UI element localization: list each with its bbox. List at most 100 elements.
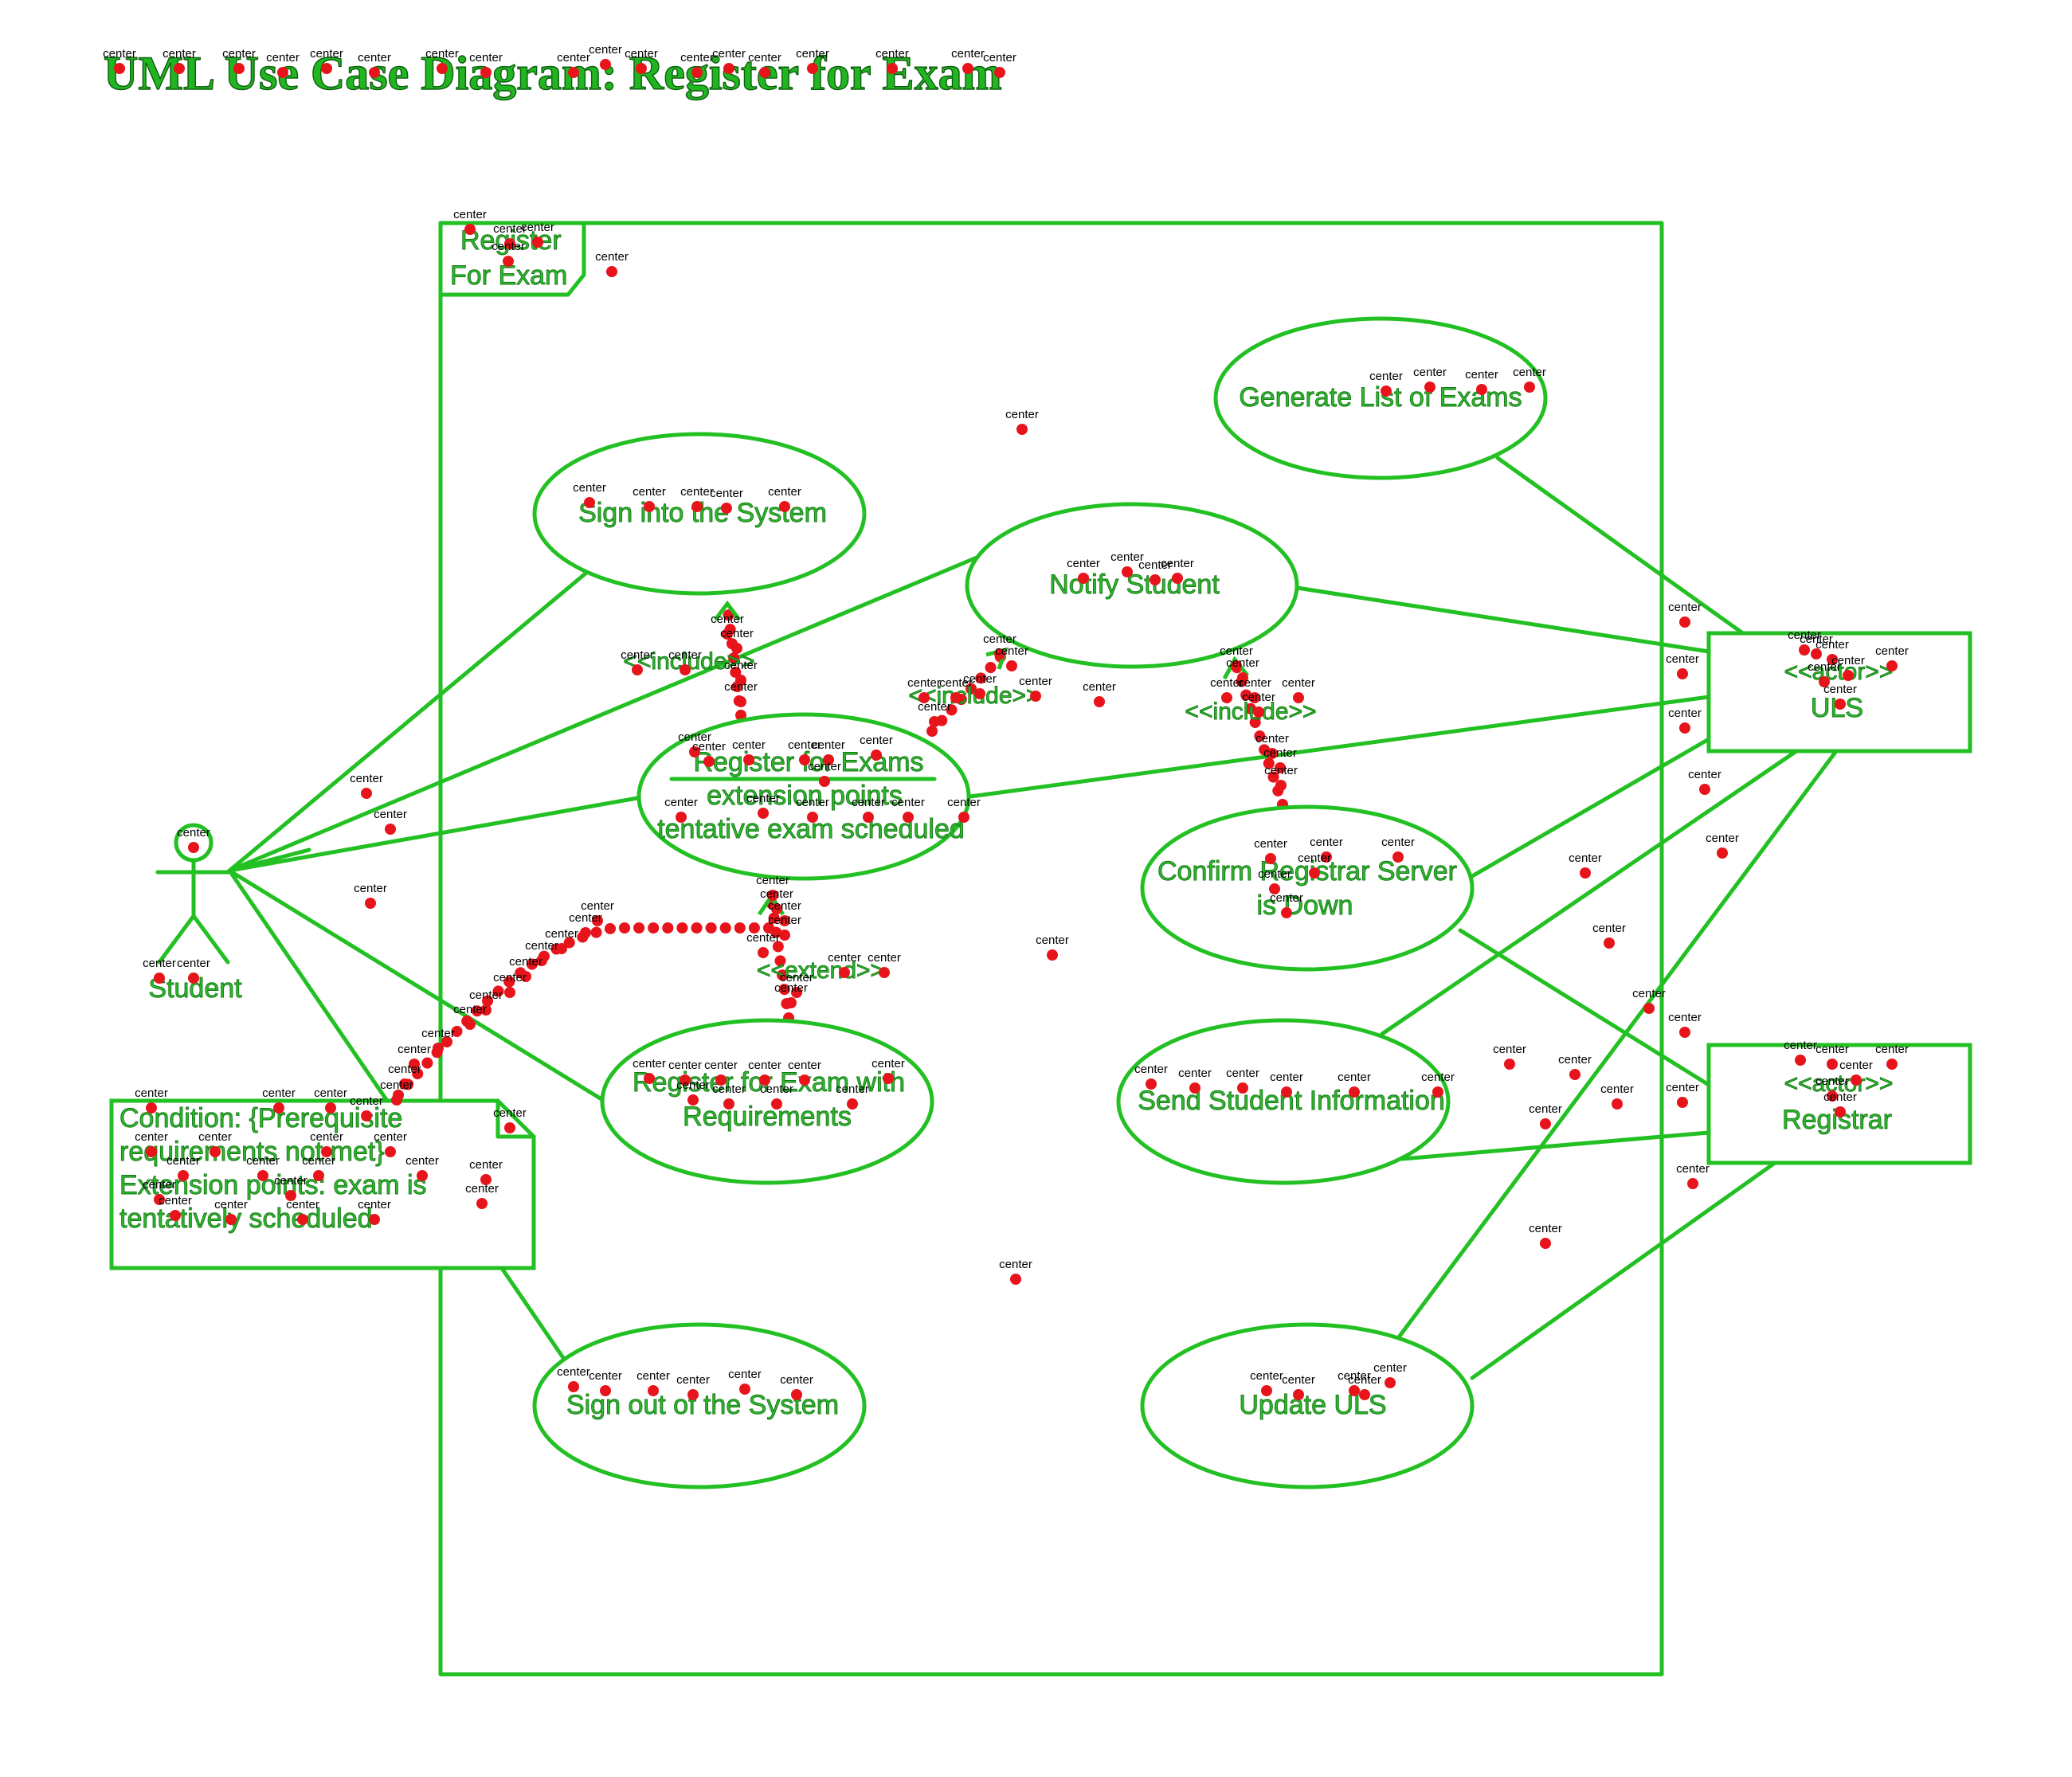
center-marker-dot [739, 1384, 750, 1395]
center-marker-dot [687, 1389, 699, 1400]
use-case-confirm-registrar[interactable]: Confirm Registrar Server is Down [1140, 804, 1475, 972]
center-marker-dot [791, 1389, 802, 1400]
condition-note[interactable]: Condition: {Prerequisite requirements no… [109, 1098, 536, 1270]
center-marker-label: center [274, 1174, 307, 1188]
actor-uls[interactable]: <<actor>> ULS [1706, 631, 1972, 753]
center-marker-label: center [852, 796, 885, 809]
center-marker-dot [1281, 1086, 1292, 1098]
center-marker-label: center [668, 1059, 702, 1072]
center-marker-dot [1504, 1059, 1515, 1070]
center-marker-label: center [1226, 656, 1259, 670]
actor-uls-box [1706, 631, 1972, 753]
center-marker-dot [285, 1190, 296, 1201]
center-marker-dot [154, 1194, 165, 1205]
center-marker-dot [644, 1073, 655, 1084]
center-marker-label: center [1264, 764, 1298, 777]
use-case-notify-student[interactable]: Notify Student [965, 502, 1299, 669]
center-marker-label: center [1210, 676, 1244, 690]
use-case-update-uls[interactable]: Update ULS [1140, 1322, 1475, 1489]
center-marker-label: center [1110, 550, 1144, 564]
condition-note-line3: Extension points: exam is [119, 1170, 427, 1200]
center-marker-dot [313, 1170, 324, 1181]
condition-note-line4: tentatively scheduled [119, 1204, 373, 1234]
center-marker-label: center [1668, 601, 1702, 614]
center-marker-label: center [1282, 676, 1315, 690]
center-marker-label: center [796, 47, 829, 61]
condition-note-line1: Condition: {Prerequisite [119, 1103, 402, 1133]
center-marker-label: center [1083, 680, 1116, 694]
use-case-register-for-exams-shape [636, 712, 971, 881]
center-marker-dot [437, 63, 448, 74]
center-marker-dot [1699, 784, 1710, 795]
center-marker-dot [1006, 660, 1017, 671]
center-marker-dot [146, 1102, 157, 1114]
center-marker-dot [1811, 648, 1822, 660]
center-marker-dot [1172, 573, 1183, 584]
center-marker-dot [863, 812, 874, 823]
center-marker-dot [568, 1381, 579, 1392]
center-marker-dot [1687, 1178, 1698, 1189]
center-marker-label: center [1465, 368, 1498, 382]
center-marker-label: center [469, 1158, 503, 1172]
center-marker-label: center [1250, 1369, 1283, 1383]
center-marker-dot [1249, 692, 1260, 703]
center-marker-dot [1835, 1106, 1846, 1117]
center-marker-label: center [918, 700, 951, 714]
use-case-notify-student-shape [965, 502, 1299, 669]
center-marker-label: center [1668, 706, 1702, 720]
use-case-generate-list[interactable]: Generate List of Exams [1213, 316, 1548, 480]
center-marker-dot [277, 67, 288, 78]
center-marker-label: center [302, 1154, 335, 1168]
center-marker-label: center [1381, 836, 1415, 849]
center-marker-dot [464, 1019, 476, 1030]
center-marker-dot [785, 997, 797, 1008]
extend-label: <<extend>> [757, 957, 884, 984]
center-marker-label: center [711, 613, 744, 626]
center-marker-label: center [374, 1130, 407, 1144]
center-marker-dot [417, 1170, 428, 1181]
center-marker-dot [1237, 1082, 1248, 1094]
center-marker-label: center [1666, 652, 1699, 666]
system-name-tab [438, 221, 586, 297]
center-marker-dot [994, 67, 1005, 78]
use-case-sign-in[interactable]: Sign into the System [532, 432, 867, 596]
center-marker-dot [689, 746, 700, 757]
center-marker-dot [361, 788, 372, 799]
center-marker-dot [929, 716, 940, 727]
use-case-register-with-req[interactable]: Register for Exam with Requirements [600, 1018, 934, 1185]
center-marker-label: center [780, 1373, 813, 1387]
center-marker-dot [676, 812, 687, 823]
assoc-student-register [227, 796, 640, 873]
use-case-send-info[interactable]: Send Student Information [1116, 1018, 1451, 1185]
center-marker-label: center [521, 221, 554, 234]
use-case-sign-out[interactable]: Sign out of the System [532, 1322, 867, 1489]
center-marker-label: center [159, 1194, 192, 1207]
center-marker-label: center [621, 648, 654, 662]
center-marker-dot [1146, 1078, 1157, 1090]
center-marker-label: center [1238, 676, 1271, 690]
center-marker-label: center [636, 1369, 670, 1383]
center-marker-dot [1293, 692, 1304, 703]
center-marker-dot [1293, 1389, 1304, 1400]
assoc-uls-generate [1495, 456, 1749, 638]
center-marker-label: center [589, 43, 622, 57]
center-marker-label: center [1348, 1373, 1381, 1387]
center-marker-dot [1231, 660, 1242, 671]
center-marker-dot [1843, 670, 1854, 681]
center-marker-dot [1094, 696, 1105, 707]
assoc-registrar-update [1470, 1161, 1777, 1380]
center-marker-label: center [589, 1369, 622, 1383]
center-marker-label: center [746, 792, 780, 805]
actor-registrar[interactable]: <<actor>> Registrar [1706, 1043, 1972, 1165]
assoc-registrar-confirm [1458, 928, 1711, 1087]
center-marker-dot [1150, 574, 1161, 585]
center-marker-dot [154, 973, 165, 984]
center-marker-dot [580, 927, 591, 938]
center-marker-dot [188, 973, 199, 984]
center-marker-dot [879, 967, 890, 978]
center-marker-label: center [788, 1059, 821, 1072]
center-marker-dot [823, 754, 834, 765]
center-marker-label: center [710, 487, 743, 500]
center-marker-label: center [1036, 934, 1069, 947]
